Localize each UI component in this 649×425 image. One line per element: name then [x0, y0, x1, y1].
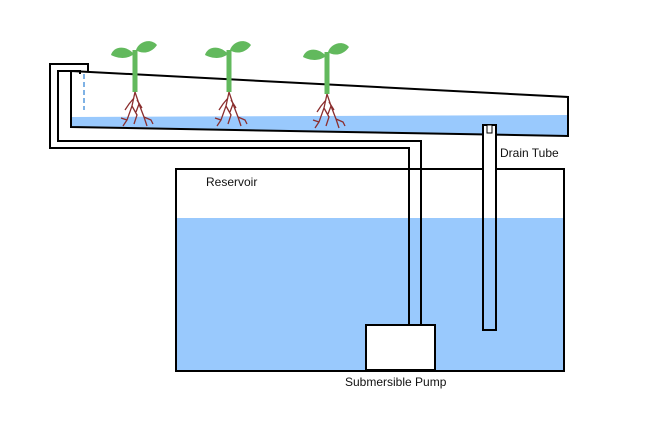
plant-roots: [214, 91, 248, 127]
plant-roots: [312, 93, 346, 129]
grow-tray-water: [71, 115, 568, 136]
plant: [111, 41, 157, 127]
plant-leaf-right: [230, 41, 251, 53]
drain-tube-water: [484, 218, 495, 329]
plant-leaf-left: [303, 49, 326, 60]
plant-leaf-right: [328, 43, 349, 55]
submersible-pump: [365, 324, 436, 371]
plant-roots: [120, 91, 154, 127]
plant: [205, 41, 251, 127]
plant: [303, 43, 349, 129]
reservoir-label: Reservoir: [206, 175, 258, 189]
plant-leaf-right: [136, 41, 157, 53]
plant-leaf-left: [205, 47, 228, 58]
drain-tube-top: [486, 124, 493, 134]
feed-pipe: [49, 63, 422, 325]
grow-tray: [70, 69, 569, 138]
drain-tube-label: Drain Tube: [500, 146, 559, 160]
pump-label: Submersible Pump: [345, 375, 447, 389]
plant-leaf-left: [111, 47, 134, 58]
